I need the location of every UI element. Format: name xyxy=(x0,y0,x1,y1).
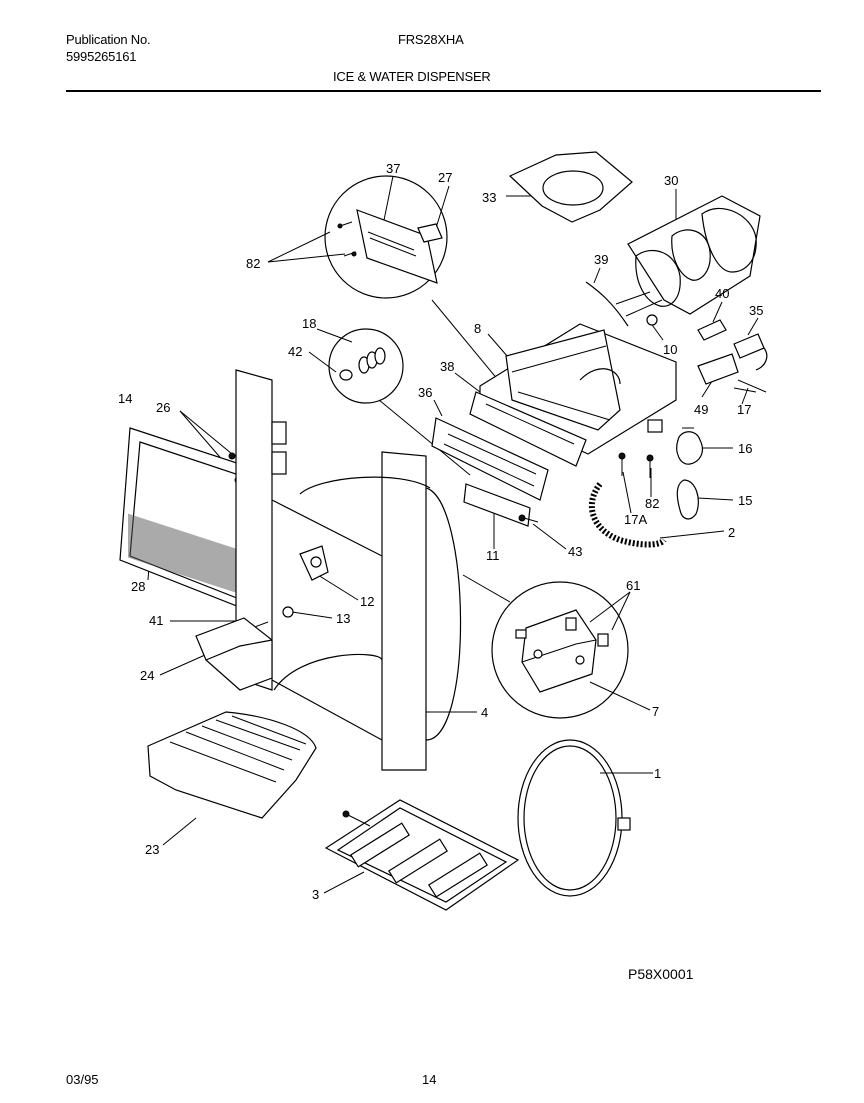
callout-label: 4 xyxy=(481,705,488,720)
callout-label: 24 xyxy=(140,668,154,683)
callout-label: 28 xyxy=(131,579,145,594)
micro-switch-part xyxy=(515,609,609,693)
callout-label: 14 xyxy=(118,391,132,406)
callout-label: 15 xyxy=(738,493,752,508)
callout-label: 36 xyxy=(418,385,432,400)
callout-label: 42 xyxy=(288,344,302,359)
callout-label: 43 xyxy=(568,544,582,559)
callout-label: 30 xyxy=(664,173,678,188)
detail-circle-spring xyxy=(328,328,404,404)
page-number: 14 xyxy=(422,1072,437,1087)
callout-label: 82 xyxy=(246,256,260,271)
callout-label: 2 xyxy=(728,525,735,540)
callout-label: 37 xyxy=(386,161,400,176)
drip-tray-part xyxy=(147,711,317,819)
callout-label: 1 xyxy=(654,766,661,781)
top-plate-part xyxy=(508,151,633,223)
callout-labels: 37 27 33 30 82 39 40 35 8 10 18 42 38 36… xyxy=(118,161,763,902)
callout-label: 17 xyxy=(737,402,751,417)
heater-pad-part xyxy=(324,799,520,911)
callout-label: 17A xyxy=(624,512,647,527)
callout-label: 49 xyxy=(694,402,708,417)
detail-circle-switch xyxy=(491,581,629,719)
callout-label: 18 xyxy=(302,316,316,331)
callout-label: 16 xyxy=(738,441,752,456)
dispenser-housing-part xyxy=(235,369,462,771)
callout-label: 8 xyxy=(474,321,481,336)
footer-date: 03/95 xyxy=(66,1072,99,1087)
bulb-parts xyxy=(676,427,703,520)
spring-part xyxy=(339,347,386,381)
callout-label: 35 xyxy=(749,303,763,318)
callout-label: 7 xyxy=(652,704,659,719)
screws xyxy=(518,452,654,523)
callout-label: 13 xyxy=(336,611,350,626)
callout-label: 10 xyxy=(663,342,677,357)
bracket-plate-part xyxy=(337,209,443,284)
bracket-part-12 xyxy=(299,545,329,581)
callout-label: 41 xyxy=(149,613,163,628)
callout-label: 23 xyxy=(145,842,159,857)
callout-label: 39 xyxy=(594,252,608,267)
callout-label: 33 xyxy=(482,190,496,205)
actuator-paddle-part xyxy=(195,617,273,691)
callout-label: 82 xyxy=(645,496,659,511)
publication-label: Publication No. xyxy=(66,32,151,47)
dispenser-box-part xyxy=(431,323,677,527)
header-rule xyxy=(66,90,821,92)
detail-circle-bracket xyxy=(324,175,448,299)
callout-label: 12 xyxy=(360,594,374,609)
front-panel-part xyxy=(119,427,259,613)
light-housing-part xyxy=(627,195,761,315)
publication-number: 5995265161 xyxy=(66,49,137,64)
callout-label: 27 xyxy=(438,170,452,185)
drawing-code: P58X0001 xyxy=(628,966,694,982)
callout-label: 26 xyxy=(156,400,170,415)
section-title: ICE & WATER DISPENSER xyxy=(333,69,491,84)
model-number: FRS28XHA xyxy=(398,32,464,47)
callout-label: 61 xyxy=(626,578,640,593)
gasket-part xyxy=(517,739,631,897)
callout-label: 40 xyxy=(715,286,729,301)
callout-label: 11 xyxy=(486,548,500,563)
callout-label: 38 xyxy=(440,359,454,374)
callout-label: 3 xyxy=(312,887,319,902)
wire-socket-part xyxy=(585,281,768,393)
